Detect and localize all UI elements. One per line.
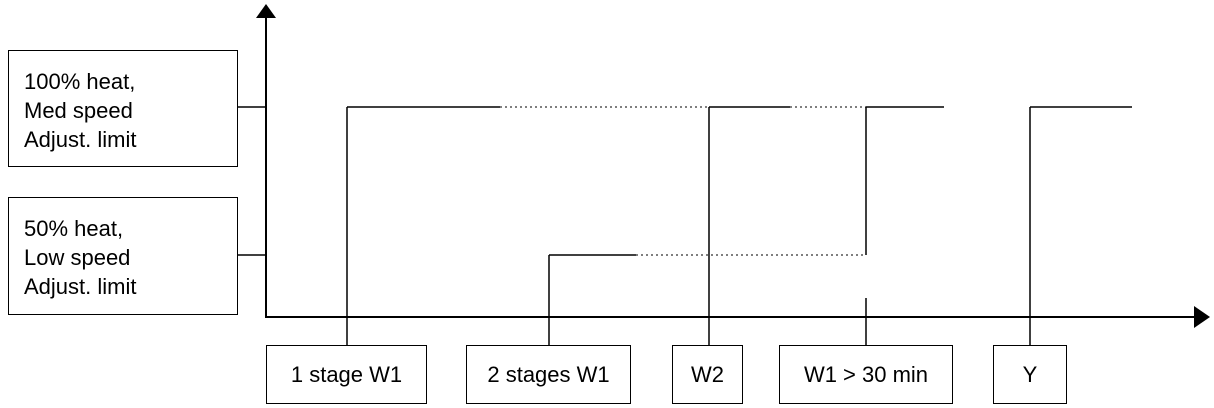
state-low-line-3: Adjust. limit	[24, 274, 137, 299]
state-low-line-2: Low speed	[24, 245, 131, 270]
state-box-high: 100% heat, Med speed Adjust. limit	[8, 50, 238, 167]
event-box-w1-30: W1 > 30 min	[779, 345, 953, 404]
event-box-y: Y	[993, 345, 1067, 404]
state-high-line-2: Med speed	[24, 98, 133, 123]
state-low-line-1: 50% heat,	[24, 216, 124, 241]
event-stage2-label: 2 stages W1	[487, 361, 610, 387]
event-box-w2: W2	[672, 345, 743, 404]
event-w2-label: W2	[691, 361, 724, 387]
event-stage1-label: 1 stage W1	[290, 361, 403, 387]
y-axis-arrow	[256, 4, 276, 18]
state-high-line-3: Adjust. limit	[24, 127, 137, 152]
event-box-stage2: 2 stages W1	[466, 345, 631, 404]
event-y-label: Y	[1022, 361, 1038, 387]
event-box-stage1: 1 stage W1	[266, 345, 427, 404]
state-high-line-1: 100% heat,	[24, 69, 136, 94]
event-w1-30-label: W1 > 30 min	[803, 361, 929, 387]
state-box-low: 50% heat, Low speed Adjust. limit	[8, 197, 238, 315]
x-axis-arrow	[1194, 306, 1210, 328]
